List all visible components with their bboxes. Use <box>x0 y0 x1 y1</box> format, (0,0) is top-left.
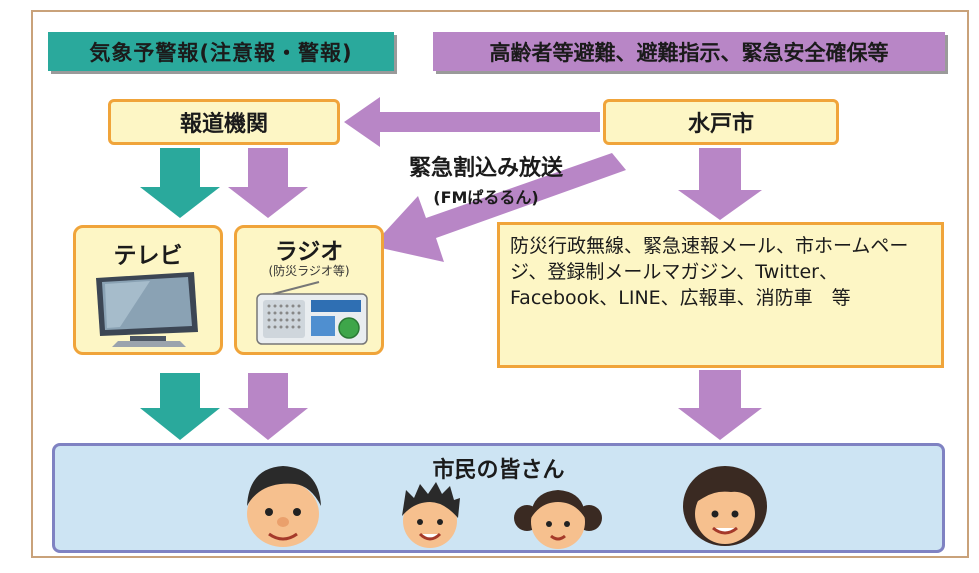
tv-icon <box>96 272 198 347</box>
girl-face-icon <box>514 490 602 549</box>
arrow-city-to-media <box>344 97 600 147</box>
city-node: 水戸市 <box>603 99 839 145</box>
arrow-city-to-methods <box>678 148 762 220</box>
tv-channel-box: テレビ <box>73 225 223 355</box>
woman-face-icon <box>683 466 767 546</box>
broadcast-line2: (FMぱるるん) <box>433 188 539 207</box>
emergency-broadcast-label: 緊急割込み放送 (FMぱるるん) <box>376 150 596 208</box>
arrow-media-to-tv <box>140 148 220 218</box>
man-face-icon <box>247 466 321 547</box>
radio-icon <box>256 281 368 345</box>
evacuation-header: 高齢者等避難、避難指示、緊急安全確保等 <box>433 32 945 71</box>
arrow-radio-to-citizens <box>228 373 308 440</box>
notification-methods-box: 防災行政無線、緊急速報メール、市ホームページ、登録制メールマガジン、Twitte… <box>497 222 944 368</box>
broadcast-line1: 緊急割込み放送 <box>408 156 563 181</box>
arrow-methods-to-citizens <box>678 370 762 440</box>
radio-title: ラジオ <box>274 239 344 265</box>
arrow-media-to-radio <box>228 148 308 218</box>
radio-channel-box: ラジオ (防災ラジオ等) <box>234 225 384 355</box>
boy-face-icon <box>402 482 460 548</box>
citizens-box: 市民の皆さん <box>52 443 945 553</box>
arrow-emergency-broadcast <box>372 153 626 262</box>
citizens-title: 市民の皆さん <box>432 458 565 483</box>
arrow-tv-to-citizens <box>140 373 220 440</box>
radio-subtitle: (防災ラジオ等) <box>268 264 350 278</box>
weather-warning-header: 気象予警報(注意報・警報) <box>48 32 394 71</box>
media-node: 報道機関 <box>108 99 340 145</box>
tv-title: テレビ <box>113 243 183 269</box>
